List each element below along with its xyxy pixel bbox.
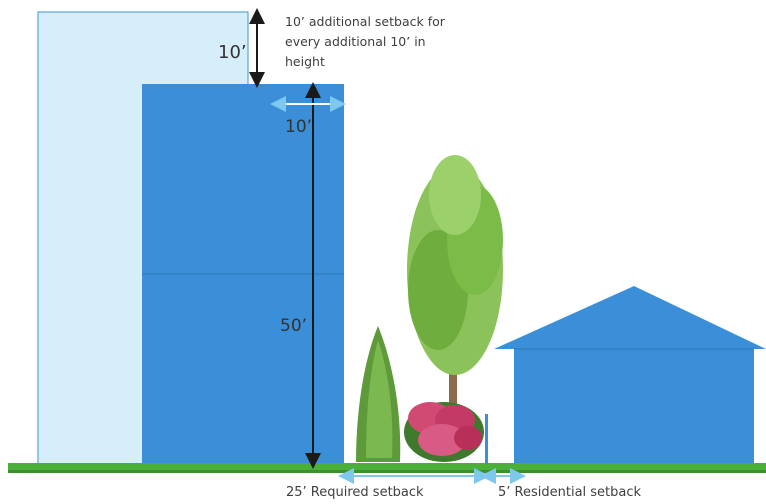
- house-icon: [494, 286, 766, 463]
- horizontal-step-dimension: 10’: [285, 117, 313, 137]
- flowering-shrub-icon: [404, 402, 484, 462]
- upper-step-dimension: 10’: [218, 42, 247, 63]
- required-setback-label: 25’ Required setback: [286, 485, 424, 500]
- ground-shadow: [8, 470, 766, 473]
- setback-note-line-1: 10’ additional setback for: [285, 14, 445, 29]
- setback-note-line-2: every additional 10’ in: [285, 34, 426, 49]
- setback-note-line-3: height: [285, 54, 325, 69]
- conifer-tree-icon: [356, 326, 401, 462]
- ground-strip: [8, 463, 766, 472]
- residential-setback-label: 5’ Residential setback: [498, 485, 642, 500]
- property-line-post: [485, 414, 488, 464]
- deciduous-tree-icon: [407, 155, 503, 460]
- base-height-dimension: 50’: [280, 316, 308, 336]
